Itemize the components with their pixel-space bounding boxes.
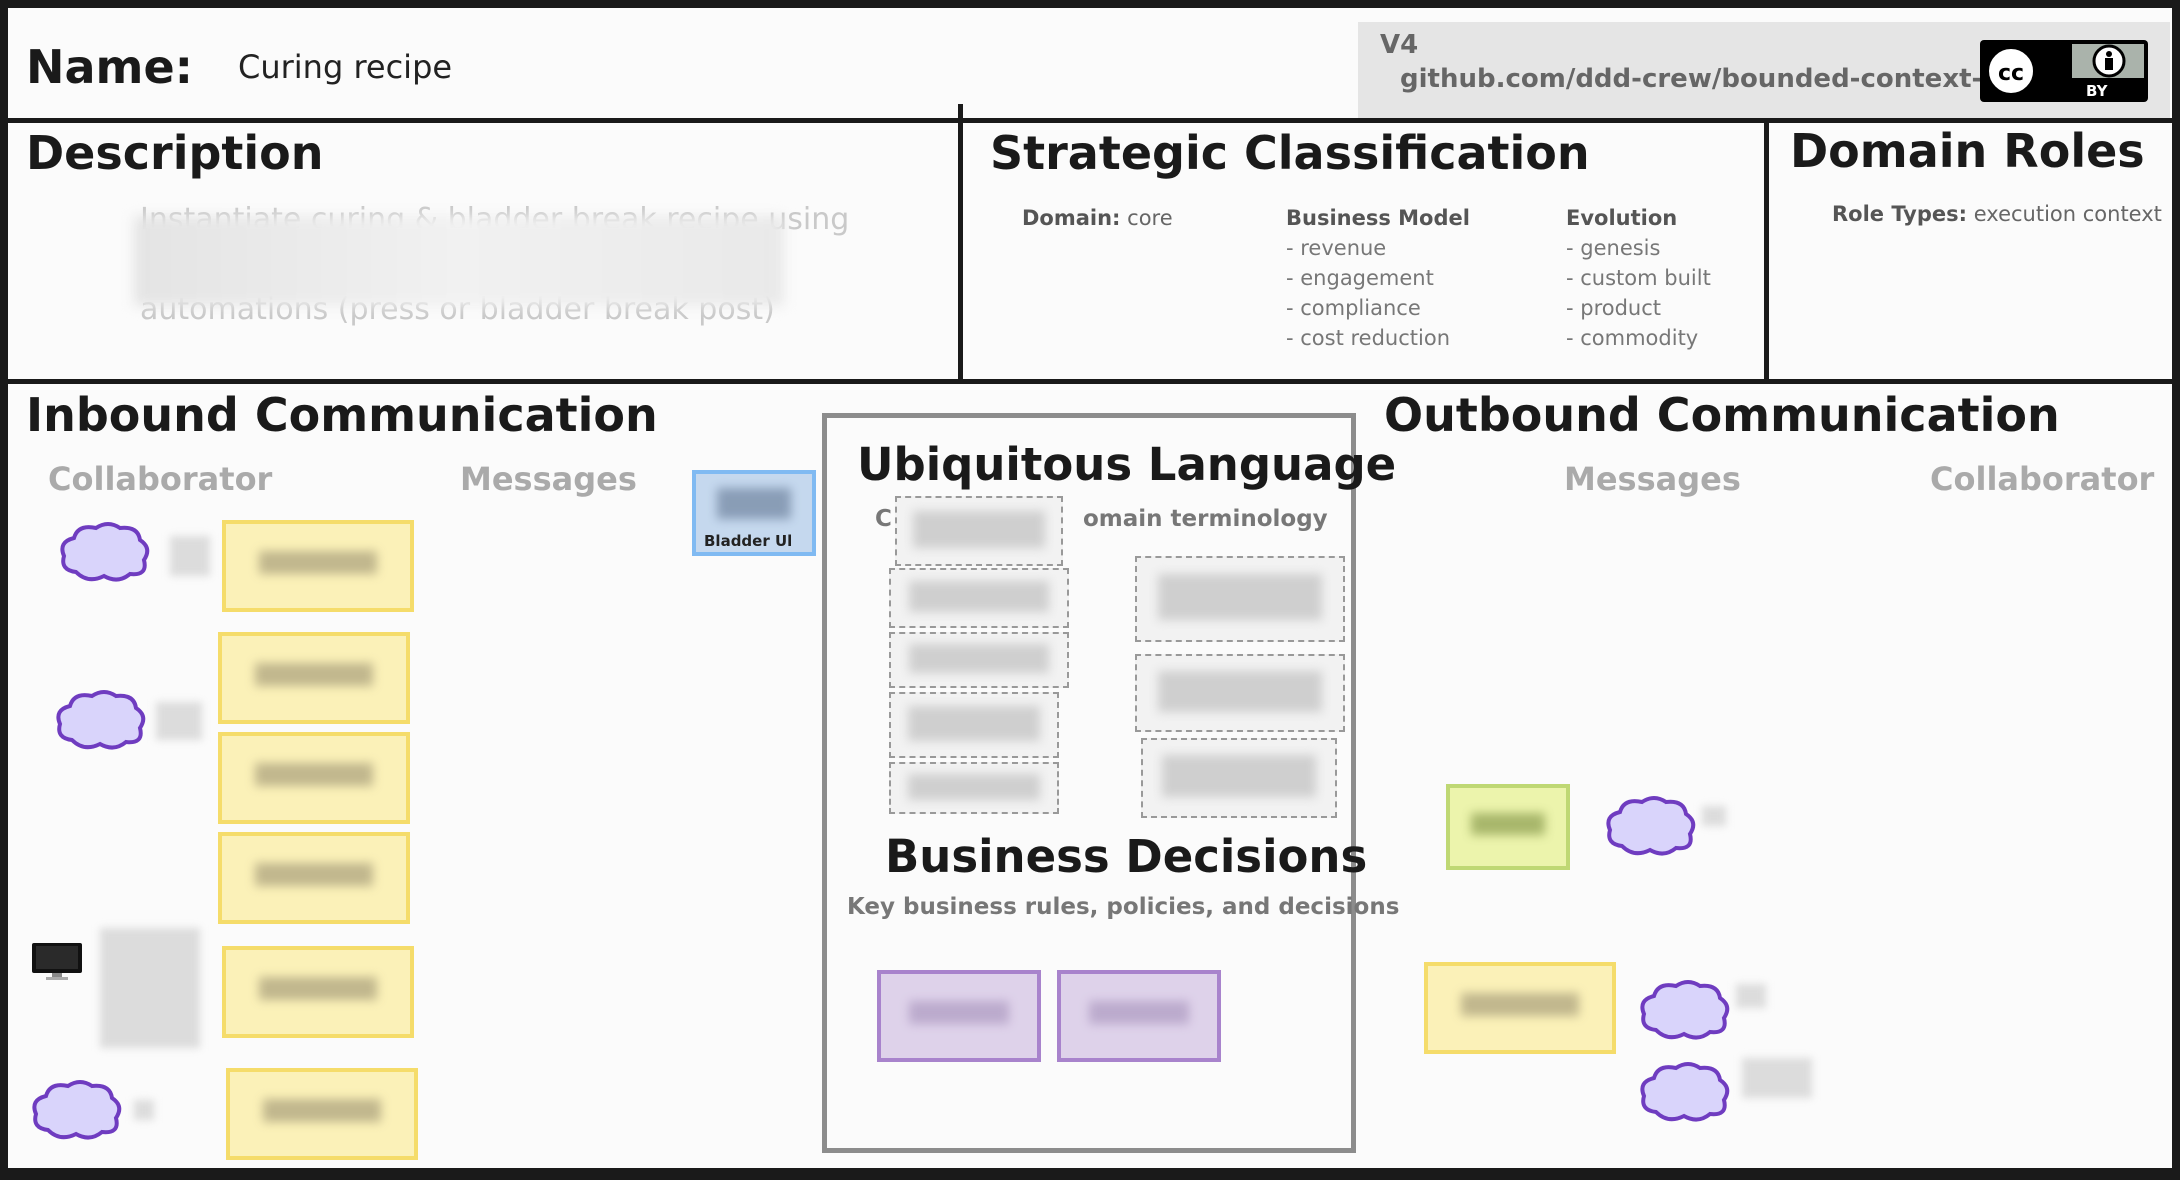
outbound-message-sticky[interactable] — [1446, 784, 1570, 870]
cloud-icon — [1606, 796, 1696, 856]
inbound-blue-sticky[interactable]: Bladder Ul — [692, 470, 816, 556]
description-redacted — [134, 216, 784, 306]
cloud-icon — [1640, 1062, 1730, 1122]
collaborator-label-redacted — [1742, 1058, 1812, 1098]
domain-classification: Domain: core — [1022, 206, 1173, 230]
evolution-item: - product — [1566, 296, 1662, 320]
version-banner: V4 github.com/ddd-crew/bounded-context-c… — [1358, 22, 2170, 122]
term-sticky[interactable] — [889, 692, 1059, 758]
term-sticky[interactable] — [889, 568, 1069, 628]
context-name[interactable]: Curing recipe — [238, 48, 453, 86]
version-label: V4 — [1380, 30, 1419, 60]
inbound-message-sticky[interactable] — [218, 832, 410, 924]
monitor-icon — [32, 943, 82, 980]
collaborator-label-redacted — [134, 1100, 154, 1120]
blue-sticky-text: Bladder Ul — [704, 532, 793, 550]
ubiquitous-subtitle-end: omain terminology — [1083, 506, 1328, 532]
collaborator-label-redacted — [100, 928, 200, 1048]
term-sticky[interactable] — [1135, 556, 1345, 642]
term-sticky[interactable] — [1135, 654, 1345, 732]
cloud-icon — [60, 522, 150, 582]
evolution-item: - custom built — [1566, 266, 1711, 290]
business-model-title: Business Model — [1286, 206, 1470, 230]
outbound-message-sticky[interactable] — [1424, 962, 1616, 1054]
business-model-item: - engagement — [1286, 266, 1434, 290]
divider-middle — [8, 379, 2172, 384]
svg-text:cc: cc — [1998, 61, 2024, 86]
decision-sticky[interactable] — [1057, 970, 1221, 1062]
evolution-item: - commodity — [1566, 326, 1699, 350]
business-decisions-subtitle: Key business rules, policies, and decisi… — [847, 894, 1400, 920]
repo-link[interactable]: github.com/ddd-crew/bounded-context-canv… — [1400, 64, 2084, 94]
outbound-collaborator-header: Collaborator — [1930, 460, 2155, 498]
term-sticky[interactable] — [895, 496, 1063, 566]
bounded-context-canvas: Name: Curing recipe V4 github.com/ddd-cr… — [8, 8, 2172, 1168]
term-sticky[interactable] — [889, 762, 1059, 814]
collaborator-label-redacted — [156, 702, 202, 740]
evolution-item: - genesis — [1566, 236, 1661, 260]
domain-value: core — [1127, 206, 1173, 230]
term-sticky[interactable] — [1141, 738, 1337, 818]
business-model-item: - compliance — [1286, 296, 1421, 320]
collaborator-label-redacted — [170, 536, 210, 576]
name-label: Name: — [26, 40, 194, 94]
inbound-collaborator-header: Collaborator — [48, 460, 273, 498]
inbound-message-sticky[interactable] — [222, 520, 414, 612]
cc-by-icon: cc BY — [1980, 40, 2148, 102]
ubiquitous-language-panel: Ubiquitous Language C omain terminology … — [822, 413, 1399, 1153]
outbound-messages-header: Messages — [1564, 460, 1741, 498]
description-title: Description — [26, 126, 324, 180]
cloud-icon — [56, 690, 146, 750]
business-decisions-title: Business Decisions — [885, 830, 1368, 883]
collaborator-label-redacted — [1702, 806, 1726, 826]
strategic-title: Strategic Classification — [990, 126, 1590, 180]
ubiquitous-title: Ubiquitous Language — [857, 438, 1397, 491]
inbound-message-sticky[interactable] — [226, 1068, 418, 1160]
business-model-item: - revenue — [1286, 236, 1387, 260]
divider-description — [958, 104, 963, 379]
divider-strategic — [1764, 123, 1769, 379]
evolution-title: Evolution — [1566, 206, 1678, 230]
domain-roles-title: Domain Roles — [1790, 124, 2145, 178]
cloud-icon — [32, 1080, 122, 1140]
business-model-item: - cost reduction — [1286, 326, 1451, 350]
role-types: Role Types: execution context — [1832, 202, 2162, 226]
domain-label: Domain: — [1022, 206, 1121, 230]
cloud-icon — [1640, 980, 1730, 1040]
collaborator-label-redacted — [1736, 984, 1766, 1008]
role-types-value: execution context — [1973, 202, 2162, 226]
inbound-title: Inbound Communication — [26, 388, 658, 442]
inbound-message-sticky[interactable] — [218, 732, 410, 824]
role-types-label: Role Types: — [1832, 202, 1968, 226]
inbound-message-sticky[interactable] — [222, 946, 414, 1038]
inbound-messages-header: Messages — [460, 460, 637, 498]
outbound-title: Outbound Communication — [1384, 388, 2060, 442]
cc-icon: cc — [1985, 45, 2037, 97]
cc-by-text: BY — [2086, 82, 2108, 100]
term-sticky[interactable] — [889, 632, 1069, 688]
ubiquitous-subtitle-start: C — [875, 506, 892, 532]
attribution-icon — [2092, 44, 2126, 78]
decision-sticky[interactable] — [877, 970, 1041, 1062]
divider-header — [8, 118, 2172, 123]
inbound-message-sticky[interactable] — [218, 632, 410, 724]
